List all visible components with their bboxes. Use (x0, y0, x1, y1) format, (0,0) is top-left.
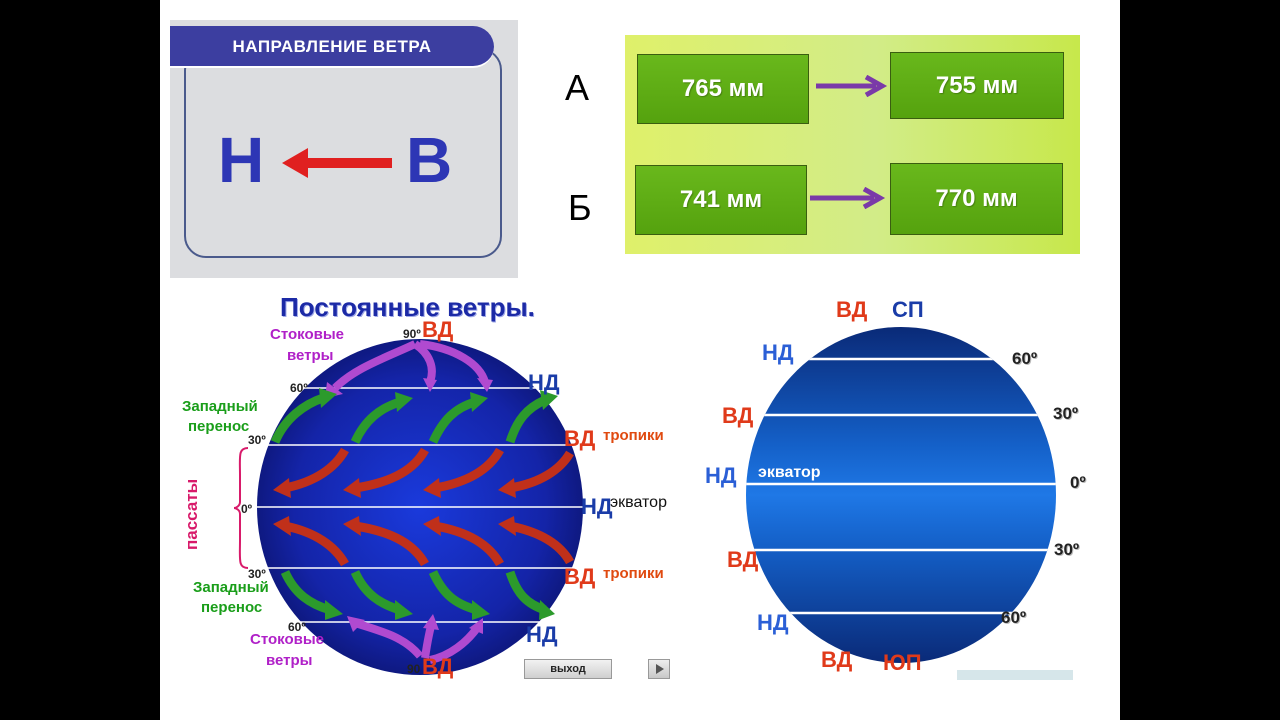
letter-north: Н (218, 124, 265, 196)
wind-arrow-icon (282, 148, 392, 178)
rg-deg-0: 0º (1070, 473, 1086, 492)
deg-30-bottom: 30º (248, 567, 266, 581)
west-top-1: Западный (182, 398, 258, 415)
west-top-2: перенос (188, 418, 250, 435)
rg-nd-2: НД (705, 463, 737, 488)
exit-button[interactable]: выход (524, 659, 612, 679)
wind-direction-title: НАПРАВЛЕНИЕ ВЕТРА (170, 26, 494, 68)
nd-equator: НД (581, 494, 613, 519)
tropic-upper: тропики (603, 427, 664, 444)
rg-nd-3: НД (757, 610, 789, 635)
equator-label: экватор (610, 494, 667, 511)
vd-tropic-lower: ВД (564, 564, 596, 589)
corner-bar (957, 670, 1073, 680)
play-icon (656, 664, 664, 674)
deg-90-top: 90º (403, 327, 421, 341)
pressure-a-from: 765 мм (637, 54, 809, 124)
rg-vd-3: ВД (727, 547, 759, 572)
passaty-label: пассаты (182, 478, 201, 550)
rg-equator: экватор (758, 464, 821, 481)
next-button[interactable] (648, 659, 670, 679)
rg-deg-60-top: 60º (1012, 349, 1038, 368)
rg-vd-4: ВД (821, 647, 853, 672)
deg-90-bottom: 90 (407, 662, 421, 676)
rg-vd-2: ВД (722, 403, 754, 428)
vd-bottom: ВД (422, 654, 454, 679)
vd-top: ВД (422, 317, 454, 342)
tropic-lower: тропики (603, 565, 664, 582)
deg-0: 0º (241, 502, 253, 516)
pressure-globe (746, 327, 1056, 663)
pressure-panel: 765 мм 755 мм 741 мм 770 мм (625, 35, 1080, 254)
rg-vd-1: ВД (836, 297, 868, 322)
west-bottom-1: Западный (193, 579, 269, 596)
variant-a-label: А (565, 67, 590, 108)
variant-b-label: Б (568, 187, 592, 228)
rg-nd-1: НД (762, 340, 794, 365)
deg-30-top: 30º (248, 433, 266, 447)
rg-deg-60-bottom: 60º (1001, 608, 1027, 627)
deg-60-bottom: 60º (288, 620, 306, 634)
letter-east: В (406, 124, 453, 196)
stok-bottom-1: Стоковые (250, 631, 324, 648)
vd-tropic-upper: ВД (564, 426, 596, 451)
passaty-brace (234, 447, 249, 569)
winds-globe (255, 339, 585, 675)
rg-deg-30-top: 30º (1053, 404, 1079, 423)
pressure-a-to: 755 мм (890, 52, 1064, 119)
pressure-b-to: 770 мм (890, 163, 1063, 235)
rg-deg-30-bottom: 30º (1054, 540, 1080, 559)
arrow-right-icon (816, 75, 888, 97)
slide: НАПРАВЛЕНИЕ ВЕТРА Н В А Б 765 мм 755 мм … (160, 0, 1120, 720)
rg-yup: ЮП (883, 650, 922, 675)
nd-upper: НД (528, 370, 560, 395)
pressure-b-from: 741 мм (635, 165, 807, 235)
stok-bottom-2: ветры (266, 652, 313, 669)
rg-sp: СП (892, 297, 924, 322)
arrow-right-icon (810, 187, 886, 209)
stok-top-2: ветры (287, 347, 334, 364)
deg-60-top: 60º (290, 381, 308, 395)
wind-direction-panel: НАПРАВЛЕНИЕ ВЕТРА Н В (170, 20, 518, 278)
west-bottom-2: перенос (201, 599, 263, 616)
globe-title: Постоянные ветры. (280, 292, 535, 322)
stok-top-1: Стоковые (270, 326, 344, 343)
nd-lower: НД (526, 622, 558, 647)
